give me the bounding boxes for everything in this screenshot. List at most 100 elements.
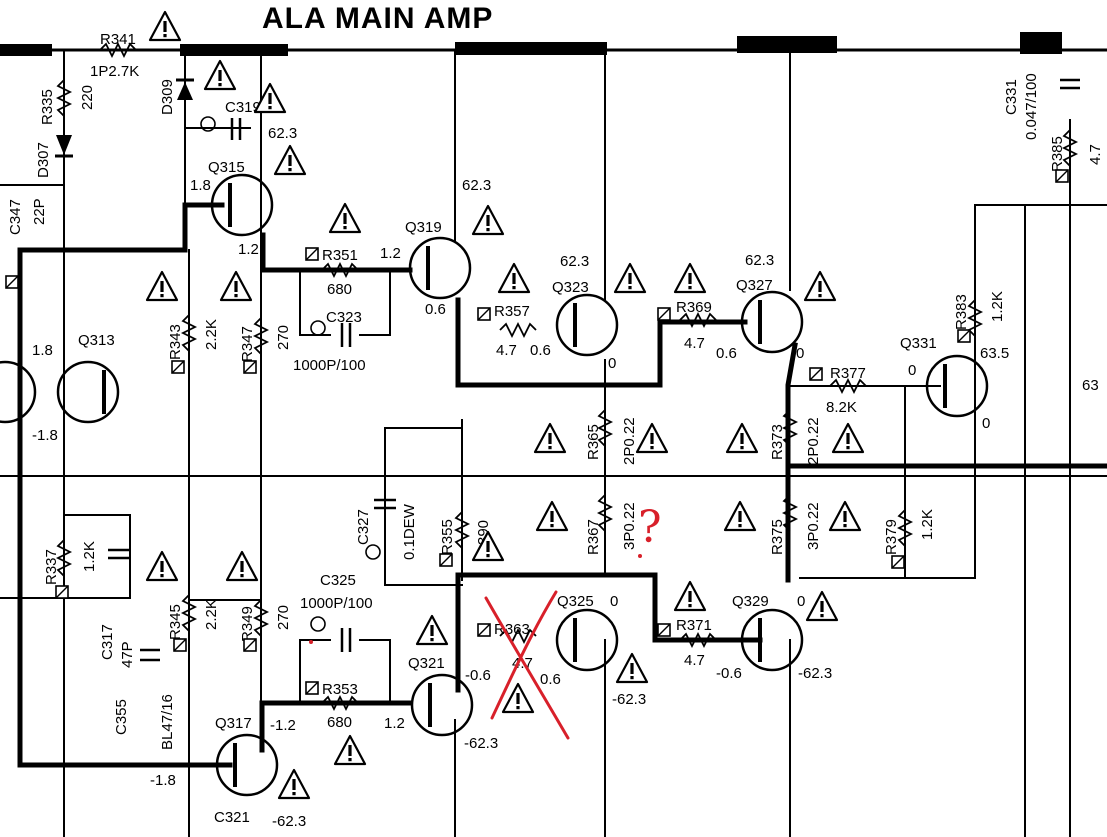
v-q321-e: -0.6 bbox=[465, 667, 491, 684]
c325-label: C325 bbox=[320, 572, 356, 589]
c327-value: 0.1DEW bbox=[401, 503, 418, 560]
c347-value: 22P bbox=[31, 198, 48, 225]
red-question-mark: ? bbox=[638, 502, 662, 553]
d307-label: D307 bbox=[35, 142, 52, 178]
r343-ref: R343 bbox=[167, 324, 184, 360]
c355-value: BL47/16 bbox=[159, 694, 176, 750]
r371-value: 4.7 bbox=[684, 652, 705, 669]
r337-value: 1.2K bbox=[81, 541, 98, 572]
c319-voltage: 62.3 bbox=[268, 125, 297, 142]
transistor-q329 bbox=[740, 608, 804, 672]
c321-label: C321 bbox=[214, 809, 250, 826]
r377-value: 8.2K bbox=[826, 399, 857, 416]
r351-ref: R351 bbox=[322, 247, 358, 264]
capacitor-c347: C347 22P bbox=[7, 198, 48, 235]
wiring bbox=[0, 32, 1107, 837]
transistor-q321 bbox=[410, 673, 474, 737]
v-q317-e: -1.8 bbox=[150, 772, 176, 789]
c319-label: C319 bbox=[225, 99, 261, 116]
red-dot bbox=[638, 554, 642, 558]
c323-value: 1000P/100 bbox=[293, 357, 366, 374]
v-q329-e: 0 bbox=[797, 593, 805, 610]
v-q331-e: 0 bbox=[982, 415, 990, 432]
v-q331-c: 63.5 bbox=[980, 345, 1009, 362]
r369-ref: R369 bbox=[676, 299, 712, 316]
r377-ref: R377 bbox=[830, 365, 866, 382]
r349-value: 270 bbox=[275, 605, 292, 630]
red-cross-markup bbox=[484, 590, 570, 740]
r351-value: 680 bbox=[327, 281, 352, 298]
transistor-q319 bbox=[408, 236, 472, 300]
r341-value: 1P2.7K bbox=[90, 63, 139, 80]
r353-value: 680 bbox=[327, 714, 352, 731]
c327-label: C327 bbox=[355, 509, 372, 545]
r337-ref: R337 bbox=[43, 549, 60, 585]
q317-label: Q317 bbox=[215, 715, 252, 732]
transistor-q317 bbox=[215, 733, 279, 797]
q327-label: Q327 bbox=[736, 277, 773, 294]
c355-label: C355 bbox=[113, 699, 130, 735]
v-q313-b: 1.8 bbox=[32, 342, 53, 359]
v-q323-e: 0 bbox=[608, 355, 616, 372]
schematic-title: ALA MAIN AMP bbox=[262, 2, 493, 35]
r347-ref: R347 bbox=[239, 326, 256, 362]
c317-value: 47P bbox=[119, 641, 136, 668]
r335-ref: R335 bbox=[39, 89, 56, 125]
r341-ref: R341 bbox=[100, 31, 136, 48]
c347-label: C347 bbox=[7, 199, 24, 235]
v-q323-c: 62.3 bbox=[560, 253, 589, 270]
q313-label: Q313 bbox=[78, 332, 115, 349]
c325-value: 1000P/100 bbox=[300, 595, 373, 612]
v-q327-c: 62.3 bbox=[745, 252, 774, 269]
v-q321-c: -62.3 bbox=[464, 735, 498, 752]
v-q323-b: 0.6 bbox=[530, 342, 551, 359]
v-q317-b: -1.2 bbox=[270, 717, 296, 734]
capacitor-c319 bbox=[200, 116, 242, 140]
capacitor-c323 bbox=[310, 320, 352, 347]
capacitor-c317 bbox=[108, 548, 130, 560]
v-q315-e: 1.2 bbox=[238, 241, 259, 258]
diode-d309: D309 bbox=[159, 78, 194, 115]
c331-value: 0.047/100 bbox=[1023, 73, 1040, 140]
transistor-q325 bbox=[555, 608, 619, 672]
r345-value: 2.2K bbox=[203, 599, 220, 630]
v-q319-c: 62.3 bbox=[462, 177, 491, 194]
r373-ref: R373 bbox=[769, 424, 786, 460]
r375-ref: R375 bbox=[769, 519, 786, 555]
c323-label: C323 bbox=[326, 309, 362, 326]
r355-ref: R355 bbox=[439, 519, 456, 555]
r357-value: 4.7 bbox=[496, 342, 517, 359]
q323-label: Q323 bbox=[552, 279, 589, 296]
capacitor-c331 bbox=[1060, 78, 1080, 90]
r357-ref: R357 bbox=[494, 303, 530, 320]
voltage-labels: 1.8 1.2 1.8 -1.8 62.3 1.2 0.6 62.3 0.6 0… bbox=[32, 177, 1099, 830]
capacitor-c325 bbox=[310, 616, 352, 652]
q319-label: Q319 bbox=[405, 219, 442, 236]
safety-warning-icons bbox=[145, 10, 865, 800]
r383-ref: R383 bbox=[953, 294, 970, 330]
r369-value: 4.7 bbox=[684, 335, 705, 352]
v-q329-b: -0.6 bbox=[716, 665, 742, 682]
v-q317-c: -62.3 bbox=[272, 813, 306, 830]
d309-label: D309 bbox=[159, 79, 176, 115]
r379-ref: R379 bbox=[883, 519, 900, 555]
q315-label: Q315 bbox=[208, 159, 245, 176]
capacitor-c355 bbox=[140, 648, 160, 662]
v-q321-b: 1.2 bbox=[384, 715, 405, 732]
v-q325-e: 0 bbox=[610, 593, 618, 610]
transistor-q315 bbox=[210, 173, 274, 237]
q331-label: Q331 bbox=[900, 335, 937, 352]
resistor-zigzags bbox=[55, 41, 1079, 712]
transistor-q327 bbox=[740, 290, 804, 354]
capacitor-c327 bbox=[365, 498, 396, 560]
r367-ref: R367 bbox=[585, 519, 602, 555]
r379-value: 1.2K bbox=[919, 509, 936, 540]
v-q327-e: 0 bbox=[796, 345, 804, 362]
red-dot-2 bbox=[309, 640, 313, 644]
v-q331-b: 0 bbox=[908, 362, 916, 379]
r353-ref: R353 bbox=[322, 681, 358, 698]
q329-label: Q329 bbox=[732, 593, 769, 610]
transistors bbox=[0, 173, 989, 797]
c317-label: C317 bbox=[99, 624, 116, 660]
